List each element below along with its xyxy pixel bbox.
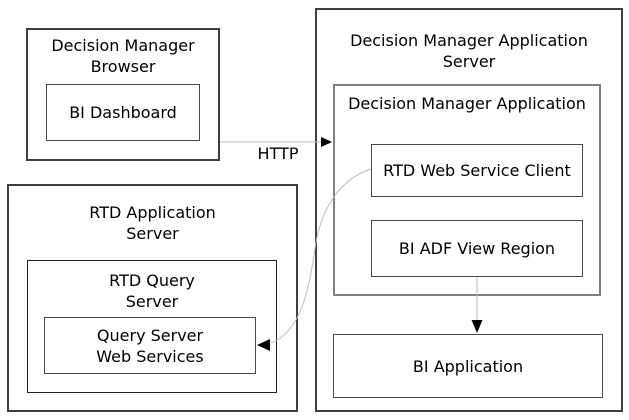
bi-dashboard-label: BI Dashboard — [69, 103, 177, 122]
rtd-query-server-title: RTD Query Server — [109, 271, 195, 311]
bi-dashboard-box: BI Dashboard — [46, 84, 200, 141]
rtd-application-server-title: RTD Application Server — [89, 203, 216, 243]
rtd-web-service-client-box: RTD Web Service Client — [371, 144, 583, 197]
http-connection-label: HTTP — [257, 144, 299, 163]
bi-adf-view-region-box: BI ADF View Region — [371, 220, 583, 277]
decision-manager-application-server-title: Decision Manager Application Server — [350, 31, 588, 71]
query-server-web-services-box: Query Server Web Services — [44, 317, 256, 374]
query-server-web-services-label: Query Server Web Services — [96, 325, 204, 366]
bi-adf-view-region-label: BI ADF View Region — [398, 239, 556, 258]
decision-manager-browser-title: Decision Manager Browser — [51, 36, 195, 76]
decision-manager-application-title: Decision Manager Application — [348, 94, 586, 113]
rtd-web-service-client-label: RTD Web Service Client — [383, 161, 571, 180]
bi-application-box: BI Application — [333, 334, 603, 398]
bi-application-label: BI Application — [412, 356, 524, 376]
